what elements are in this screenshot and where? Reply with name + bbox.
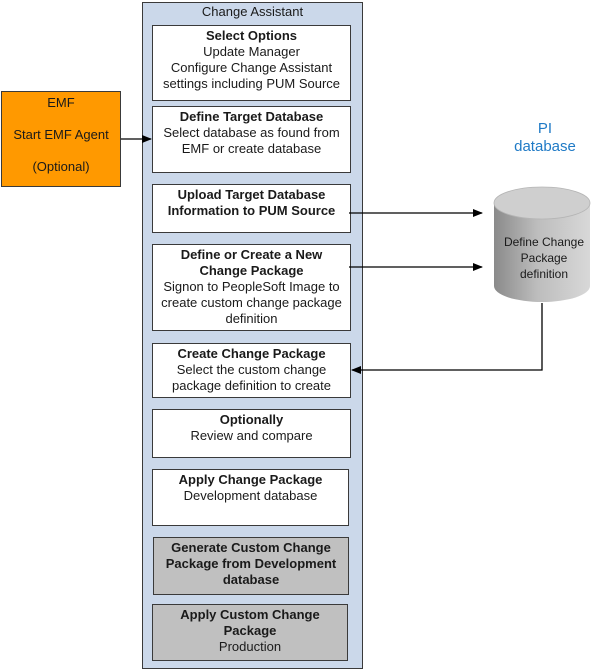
step-create-change-package: Create Change Package Select the custom … (152, 343, 351, 398)
emf-action: Start EMF Agent (13, 127, 109, 142)
pi-text-line: Define Change (503, 235, 585, 249)
arrow-pi-database-to-create (351, 303, 543, 374)
step-title: Select Options (205, 28, 298, 43)
emf-title: EMF (47, 95, 75, 110)
step-desc: create custom change package (161, 295, 342, 310)
pi-database-label: PI database (500, 120, 590, 156)
step-select-options: Select Options Update Manager Configure … (152, 25, 351, 101)
step-title: Package (223, 623, 277, 638)
step-title: Apply Change Package (178, 472, 323, 487)
emf-box: EMF Start EMF Agent (Optional) (1, 91, 121, 187)
step-desc: Select database as found from (163, 125, 340, 140)
pi-database-cylinder (493, 186, 591, 302)
pi-database-text: Define Change Package definition (496, 234, 592, 282)
step-define-create-change-package: Define or Create a New Change Package Si… (152, 244, 351, 331)
step-title: Optionally (219, 412, 284, 427)
step-title: database (222, 572, 280, 587)
step-title: Define Target Database (179, 109, 324, 124)
step-upload-target-database: Upload Target Database Information to PU… (152, 184, 351, 233)
step-desc: Update Manager (203, 44, 300, 59)
step-title: Create Change Package (177, 346, 326, 361)
step-title: Upload Target Database (177, 187, 326, 202)
step-desc: package definition to create (172, 378, 331, 393)
step-title: Information to PUM Source (167, 203, 336, 218)
step-title: Package from Development (165, 556, 337, 571)
step-define-target-database: Define Target Database Select database a… (152, 106, 351, 173)
step-desc: settings including PUM Source (162, 76, 341, 91)
step-title: Generate Custom Change (171, 540, 331, 555)
pi-label-line: PI (537, 120, 553, 137)
pi-text-line: definition (519, 267, 569, 281)
step-desc: Development database (183, 488, 318, 503)
step-title: Apply Custom Change (180, 607, 320, 622)
step-desc: Signon to PeopleSoft Image to (163, 279, 340, 294)
step-desc: Review and compare (190, 428, 313, 443)
step-apply-custom-change-package: Apply Custom Change Package Production (152, 604, 348, 661)
emf-note: (Optional) (32, 159, 90, 174)
step-title: Define or Create a New (180, 247, 323, 262)
step-desc: definition (225, 311, 278, 326)
container-title: Change Assistant (201, 4, 304, 19)
step-desc: Select the custom change (176, 362, 327, 377)
step-desc: EMF or create database (181, 141, 322, 156)
step-desc: Production (218, 639, 282, 654)
step-apply-change-package: Apply Change Package Development databas… (152, 469, 349, 526)
pi-label-line: database (514, 138, 576, 155)
step-title: Change Package (199, 263, 304, 278)
step-optionally: Optionally Review and compare (152, 409, 351, 458)
step-desc: Configure Change Assistant (170, 60, 333, 75)
step-generate-custom-change-package: Generate Custom Change Package from Deve… (153, 537, 349, 595)
pi-text-line: Package (520, 251, 568, 265)
